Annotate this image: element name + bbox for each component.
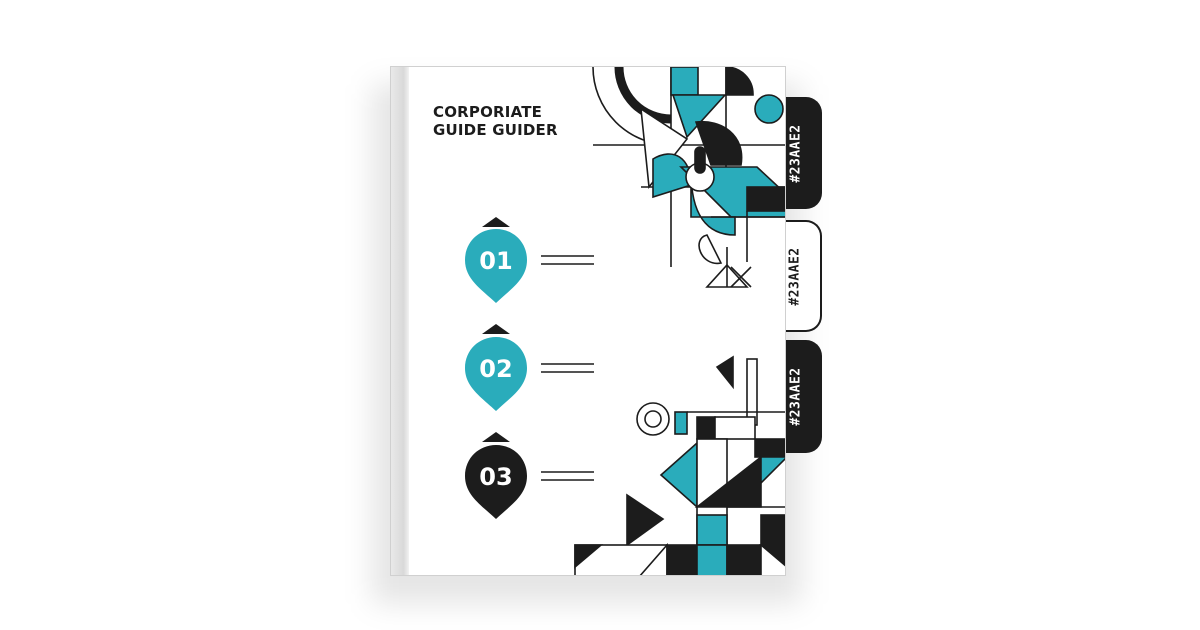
cover-title-line-1: CORPORIATE <box>433 103 543 121</box>
tile-dark-2 <box>746 186 785 212</box>
book-spine <box>391 67 409 575</box>
cover-title-line-2: GUIDE GUIDER <box>433 121 558 139</box>
divider-tab-3-label: #23AAE2 <box>788 367 804 426</box>
cover-artwork: 01 02 03 <box>465 67 785 575</box>
triangle-teal-a <box>659 441 698 509</box>
bottom-pattern-illustration <box>574 355 785 575</box>
badge-3-number: 03 <box>479 463 512 491</box>
triangle-small-dark <box>715 355 734 390</box>
tile-dark-a <box>696 416 716 440</box>
triangle-teal-b <box>760 456 785 485</box>
triangle-dark-left <box>626 493 665 547</box>
bird-pupil <box>694 146 706 174</box>
badge-1-top-marker <box>482 217 510 227</box>
triangle-dark-corner <box>758 544 785 567</box>
tile-dark-quarter <box>725 67 754 96</box>
ring-inner <box>644 410 662 428</box>
top-bird-illustration <box>592 67 785 288</box>
badge-2-shape <box>465 337 527 411</box>
bar-vertical <box>746 358 758 426</box>
foot-cross-2 <box>730 266 752 288</box>
badge-2-top-marker <box>482 324 510 334</box>
tile-teal-c <box>696 544 728 575</box>
tail-curve <box>698 234 723 265</box>
divider-tab-1-label: #23AAE2 <box>788 123 804 183</box>
arc-thick <box>614 67 672 124</box>
book-cover: CORPORIATE GUIDE GUIDER 01 02 <box>390 66 786 576</box>
tile-outline-a <box>714 416 756 440</box>
badge-3-shape <box>465 445 527 519</box>
circle-teal <box>754 94 784 124</box>
item-badge-3: 03 <box>465 432 594 519</box>
tile-dark-d <box>666 544 698 575</box>
badge-1-shape <box>465 229 527 303</box>
item-badge-2: 02 <box>465 324 594 411</box>
tile-teal-1 <box>670 67 699 96</box>
item-badge-1: 01 <box>465 217 594 303</box>
triangle-teal-head <box>671 94 727 139</box>
tile-teal-a <box>674 411 688 435</box>
wing-dark <box>694 120 743 166</box>
tile-dark-b <box>754 438 785 458</box>
corner-dark <box>574 544 604 569</box>
ring-outer <box>636 402 670 436</box>
cover-title: CORPORIATE GUIDE GUIDER <box>433 103 558 139</box>
divider-tab-2-label: #23AAE2 <box>787 246 803 306</box>
foot-outline <box>705 263 749 288</box>
badge-3-top-marker <box>482 432 510 442</box>
tile-teal-b <box>696 514 728 546</box>
tile-dark-c <box>760 514 785 546</box>
badge-2-number: 02 <box>479 355 512 383</box>
badge-1-number: 01 <box>479 247 512 275</box>
tile-dark-e <box>726 544 762 575</box>
